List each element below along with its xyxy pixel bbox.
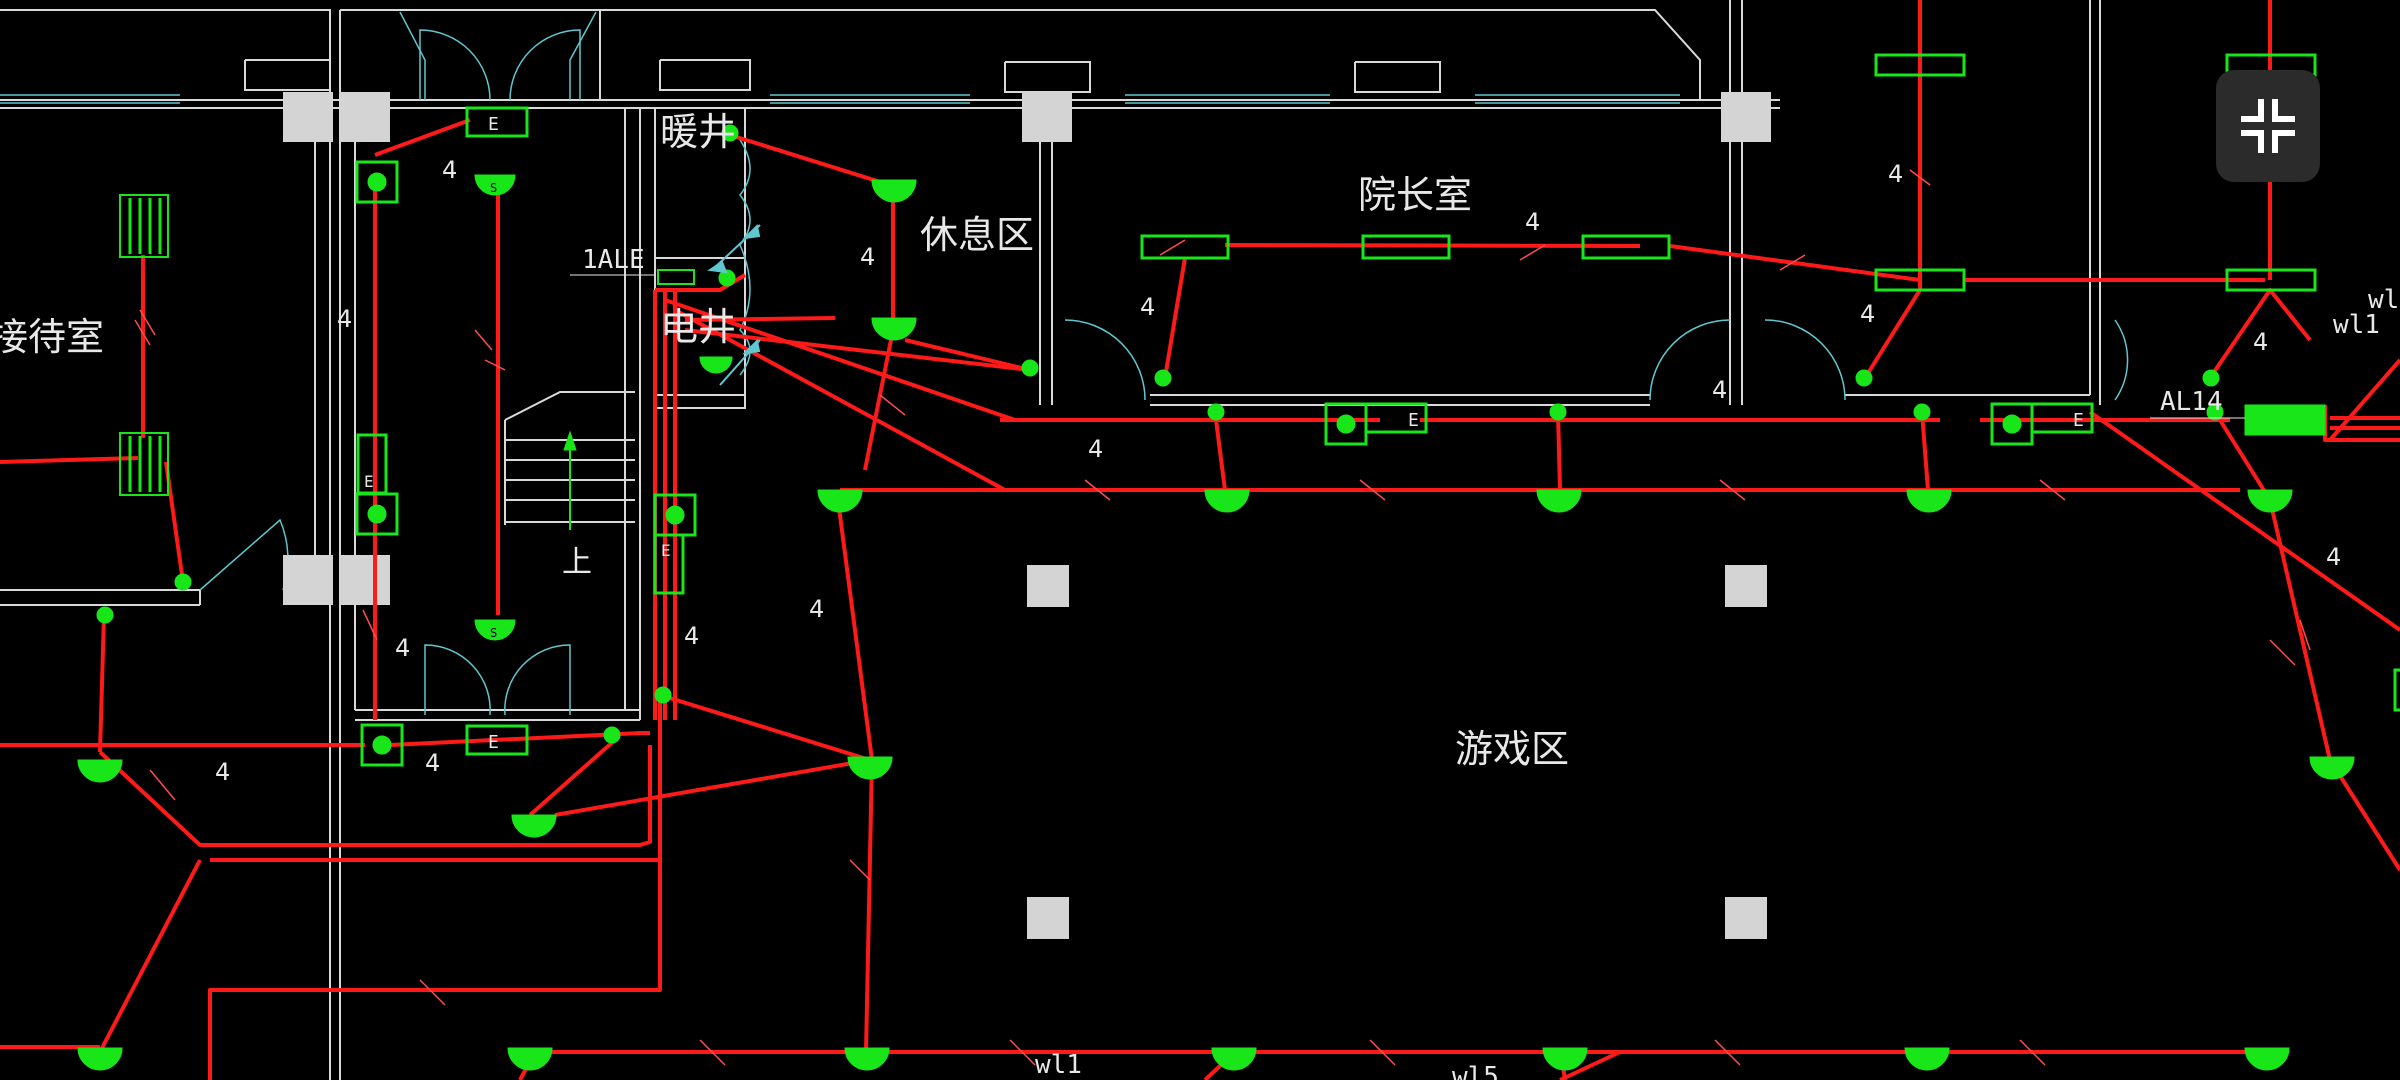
wire-count-ticks xyxy=(134,169,2311,1066)
circuit-tag-wl5: wl5 xyxy=(1452,1062,1499,1080)
circuit-tag-wl1-bottom: wl1 xyxy=(1035,1050,1082,1080)
circuit-tag-wl1: wl1 xyxy=(2333,310,2380,340)
stair-up-arrow xyxy=(563,430,577,530)
window-glazing xyxy=(0,94,1680,104)
room-label-hvac-shaft: 暖井 xyxy=(660,110,736,154)
wire-count: 4 xyxy=(1140,293,1155,321)
wire-count: 4 xyxy=(1860,300,1875,328)
panel-tag-1ale: 1ALE xyxy=(582,245,645,275)
exit-sign-label: E xyxy=(488,732,499,753)
exit-sign-label: E xyxy=(488,114,499,135)
exit-fullscreen-button[interactable] xyxy=(2216,70,2320,182)
exit-sign-label: E xyxy=(2073,410,2084,431)
wire-count: 4 xyxy=(1088,435,1103,463)
room-labels: 接待室 暖井 电井 休息区 院长室 游戏区 上 xyxy=(0,110,1569,771)
wire-count: 4 xyxy=(860,243,875,271)
wire-count: 4 xyxy=(2326,543,2341,571)
wire-count: 4 xyxy=(442,156,457,184)
room-label-reception: 接待室 xyxy=(0,315,104,359)
wire-count: 4 xyxy=(684,622,699,650)
wire-count: 4 xyxy=(1525,208,1540,236)
exit-fullscreen-icon xyxy=(2241,99,2295,153)
circuit-tag-wl2: wl2 xyxy=(2368,285,2400,315)
door-swings xyxy=(199,11,2129,716)
room-label-electrical-shaft: 电井 xyxy=(660,305,736,349)
electrical-panel-glyphs xyxy=(657,223,761,386)
wire-count: 4 xyxy=(1712,376,1727,404)
safety-sign-label: S xyxy=(490,181,497,195)
safety-sign-label: S xyxy=(490,626,497,640)
exit-sign-label: E xyxy=(364,472,374,491)
wire-count: 4 xyxy=(215,758,230,786)
panel-tag-al14: AL14 xyxy=(2160,387,2223,417)
room-label-game-area: 游戏区 xyxy=(1455,727,1569,771)
tag-labels: 1ALE AL14 wl1 wl2 wl1 wl5 E E E E E E S … xyxy=(364,114,2400,1080)
wire-count: 4 xyxy=(425,749,440,777)
wire-count-labels: 4 4 4 4 4 4 4 4 4 4 4 4 4 4 4 4 xyxy=(215,156,2341,786)
exit-sign-label: E xyxy=(1408,410,1419,431)
room-label-dean-office: 院长室 xyxy=(1358,173,1472,217)
exit-sign-label: E xyxy=(661,541,671,560)
stairs-up-label: 上 xyxy=(562,545,592,580)
wire-count: 4 xyxy=(395,634,410,662)
wire-count: 4 xyxy=(337,305,352,333)
room-label-rest-area: 休息区 xyxy=(920,213,1034,257)
wire-count: 4 xyxy=(2253,328,2268,356)
wire-count: 4 xyxy=(1888,160,1903,188)
fixtures xyxy=(77,53,2400,1071)
columns xyxy=(283,92,1771,939)
wire-count: 4 xyxy=(809,595,824,623)
